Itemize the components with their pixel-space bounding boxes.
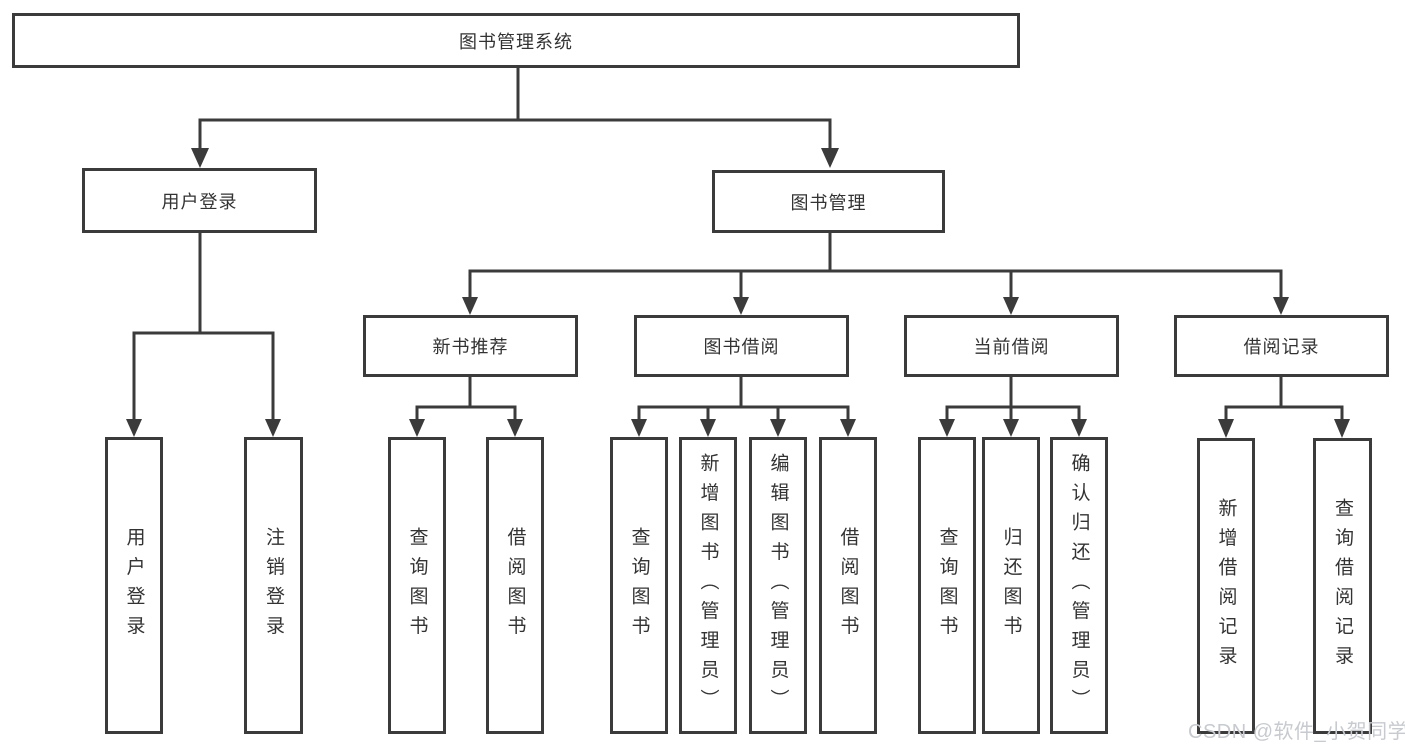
node-label: 图书管理系统: [459, 31, 573, 52]
node-label: 新增借阅记录: [1215, 497, 1237, 675]
node-query-books-3: 查询图书: [918, 437, 976, 734]
node-add-books-admin: 新增图书（管理员）: [679, 437, 737, 734]
node-label: 确认归还（管理员）: [1068, 452, 1090, 719]
node-label: 查询图书: [936, 526, 958, 645]
csdn-watermark: CSDN @软件_小贺同学: [1188, 721, 1405, 743]
node-return-books: 归还图书: [982, 437, 1040, 734]
node-edit-books-admin: 编辑图书（管理员）: [749, 437, 807, 734]
node-new-book-recommend: 新书推荐: [363, 315, 578, 377]
node-label: 当前借阅: [973, 337, 1050, 357]
node-query-books-1: 查询图书: [388, 437, 446, 734]
node-confirm-return-admin: 确认归还（管理员）: [1050, 437, 1108, 734]
node-add-borrow-record: 新增借阅记录: [1197, 438, 1255, 734]
node-book-management: 图书管理: [712, 170, 945, 233]
node-label: 注销登录: [263, 526, 284, 645]
node-label: 借阅图书: [504, 526, 526, 645]
node-label: 借阅图书: [837, 526, 859, 645]
node-label: 新书推荐: [432, 337, 509, 357]
node-logout-leaf: 注销登录: [244, 437, 303, 734]
node-borrow-books-2: 借阅图书: [819, 437, 877, 734]
node-label: 图书借阅: [703, 337, 780, 357]
node-label: 查询借阅记录: [1332, 497, 1353, 675]
node-label: 查询图书: [628, 526, 650, 645]
node-user-login: 用户登录: [82, 168, 317, 233]
node-user-login-leaf: 用户登录: [105, 437, 163, 734]
node-label: 归还图书: [1000, 526, 1022, 645]
node-label: 借阅记录: [1243, 337, 1320, 357]
node-borrow-books-1: 借阅图书: [486, 437, 544, 734]
node-current-borrow: 当前借阅: [904, 315, 1119, 377]
node-query-borrow-record: 查询借阅记录: [1313, 438, 1372, 734]
node-system: 图书管理系统: [12, 13, 1020, 68]
node-query-books-2: 查询图书: [610, 437, 668, 734]
node-borrow-records: 借阅记录: [1174, 315, 1389, 377]
node-label: 查询图书: [406, 526, 428, 645]
node-label: 用户登录: [123, 526, 145, 645]
node-label: 编辑图书（管理员）: [767, 452, 789, 719]
node-label: 用户登录: [161, 191, 238, 212]
node-label: 新增图书（管理员）: [697, 452, 719, 719]
node-book-borrow: 图书借阅: [634, 315, 849, 377]
node-label: 图书管理: [790, 192, 867, 213]
